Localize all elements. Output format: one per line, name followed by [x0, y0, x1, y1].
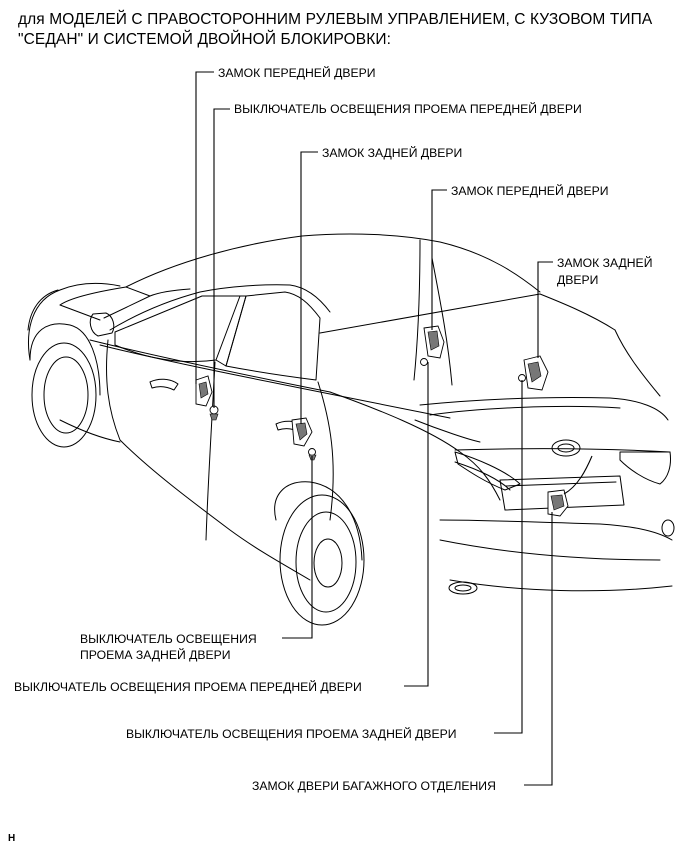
label-luggage-door-lock: ЗАМОК ДВЕРИ БАГАЖНОГО ОТДЕЛЕНИЯ [252, 779, 496, 793]
label-rear-door-courtesy-switch-left-line2: ПРОЕМА ЗАДНЕЙ ДВЕРИ [80, 648, 231, 662]
figure-code: H [8, 833, 16, 844]
front-door-courtesy-switch-left-part [209, 405, 219, 421]
rear-door-lock-left-part [291, 417, 313, 447]
front-door-lock-right-part [420, 325, 445, 366]
label-rear-door-lock-left: ЗАМОК ЗАДНЕЙ ДВЕРИ [322, 146, 463, 160]
label-rear-door-lock-right-line2: ДВЕРИ [557, 273, 599, 287]
front-door-lock-left-part [195, 375, 213, 407]
rear-door-lock-right-part [518, 355, 549, 391]
label-front-door-lock-right: ЗАМОК ПЕРЕДНЕЙ ДВЕРИ [451, 184, 609, 198]
label-front-door-lock-left: ЗАМОК ПЕРЕДНЕЙ ДВЕРИ [218, 66, 376, 80]
label-front-door-courtesy-switch-bottom: ВЫКЛЮЧАТЕЛЬ ОСВЕЩЕНИЯ ПРОЕМА ПЕРЕДНЕЙ ДВ… [14, 680, 362, 694]
luggage-door-lock-part [547, 455, 593, 517]
car-outline [27, 233, 675, 626]
label-rear-door-courtesy-switch-bottom: ВЫКЛЮЧАТЕЛЬ ОСВЕЩЕНИЯ ПРОЕМА ЗАДНЕЙ ДВЕР… [126, 727, 457, 741]
page-title: для МОДЕЛЕЙ С ПРАВОСТОРОННИМ РУЛЕВЫМ УПР… [18, 11, 653, 48]
label-rear-door-courtesy-switch-left-line1: ВЫКЛЮЧАТЕЛЬ ОСВЕЩЕНИЯ [80, 632, 257, 646]
leader-lines [195, 71, 553, 786]
label-front-door-courtesy-switch-top: ВЫКЛЮЧАТЕЛЬ ОСВЕЩЕНИЯ ПРОЕМА ПЕРЕДНЕЙ ДВ… [234, 102, 582, 116]
label-rear-door-lock-right-line1: ЗАМОК ЗАДНЕЙ [557, 256, 653, 270]
